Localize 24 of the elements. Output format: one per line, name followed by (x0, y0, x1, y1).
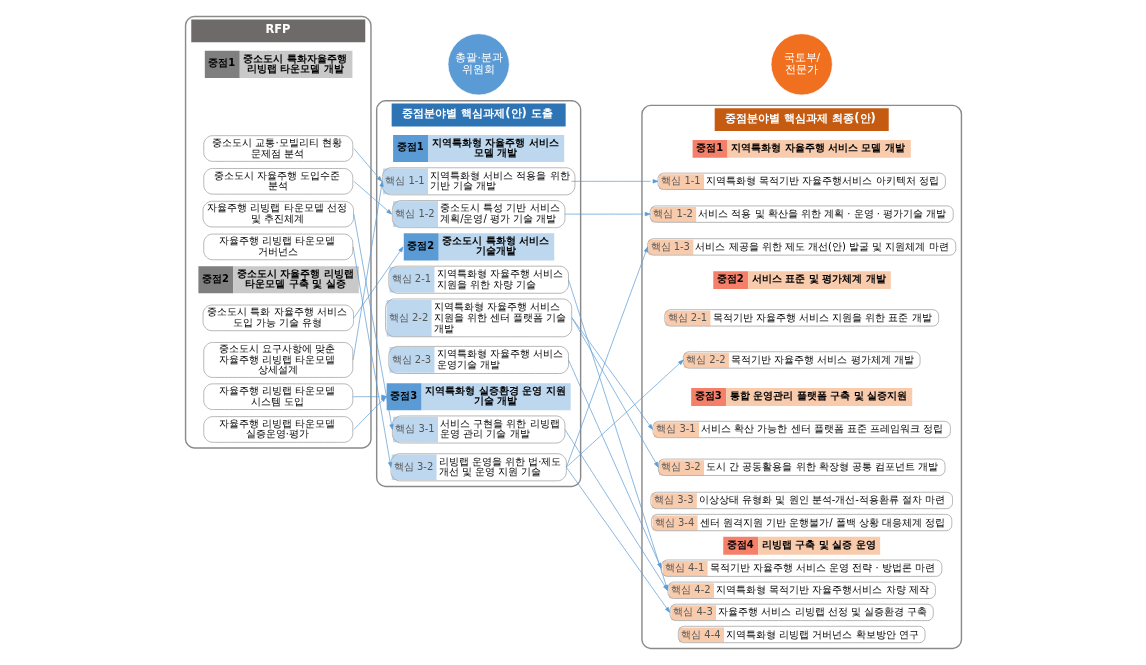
arrow (353, 148, 382, 182)
node-box: 자율주행 리빙랩 타운모델 시스템 도입 (202, 383, 353, 410)
arrow (353, 180, 392, 215)
arrow (352, 180, 384, 361)
node-box: 중소도시 요구사항에 맞춘 자율주행 리빙랩 타운모델 상세설계 (202, 342, 353, 378)
arrow (571, 317, 659, 468)
node-circle: 국토부/ 전문가 (770, 33, 833, 96)
arrow (353, 246, 403, 319)
node-text: 핵심 4-1 목적기반 자율주행 서비스 운영 전략 · 방법론 마련 (664, 562, 935, 574)
arrow (567, 359, 662, 569)
node-box: 자율주행 리빙랩 타운모델 실증운영·평가 (202, 416, 353, 443)
node-box: 중소도시 자율주행 도입수준 분석 (202, 168, 353, 195)
node-box: 자율주행 리빙랩 타운모델 거버넌스 (202, 233, 353, 261)
node-box: 중소도시 교통·모빌리티 현황 문제점 분석 (202, 135, 353, 162)
arrow (571, 317, 653, 430)
node-box: 중소도시 특화 자율주행 서비스 도입 가능 기술 유형 (202, 304, 354, 332)
arrow (353, 213, 394, 430)
arrow (565, 246, 648, 468)
arrow (352, 246, 392, 468)
arrow (565, 359, 684, 468)
node-circle: 총괄·분과 위원회 (447, 33, 510, 96)
arrow (570, 179, 658, 184)
node-box: 자율주행 리빙랩 타운모델 선정 및 추진체계 (202, 200, 354, 228)
arrow (564, 212, 650, 217)
